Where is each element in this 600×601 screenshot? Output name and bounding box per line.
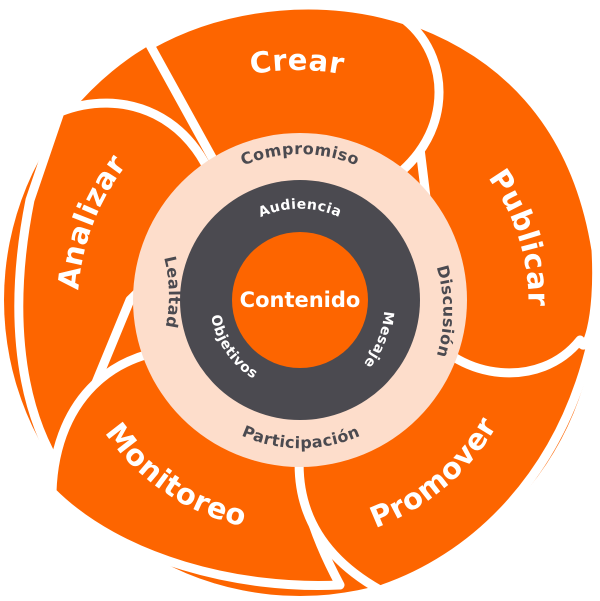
petal-crear <box>145 0 444 197</box>
core-label: Contenido <box>240 288 361 312</box>
middle-label-lealtad: Lealtad <box>160 254 184 330</box>
core-circle <box>232 232 368 368</box>
stage-crear: Crear <box>247 43 347 81</box>
outer-ring <box>4 0 600 596</box>
